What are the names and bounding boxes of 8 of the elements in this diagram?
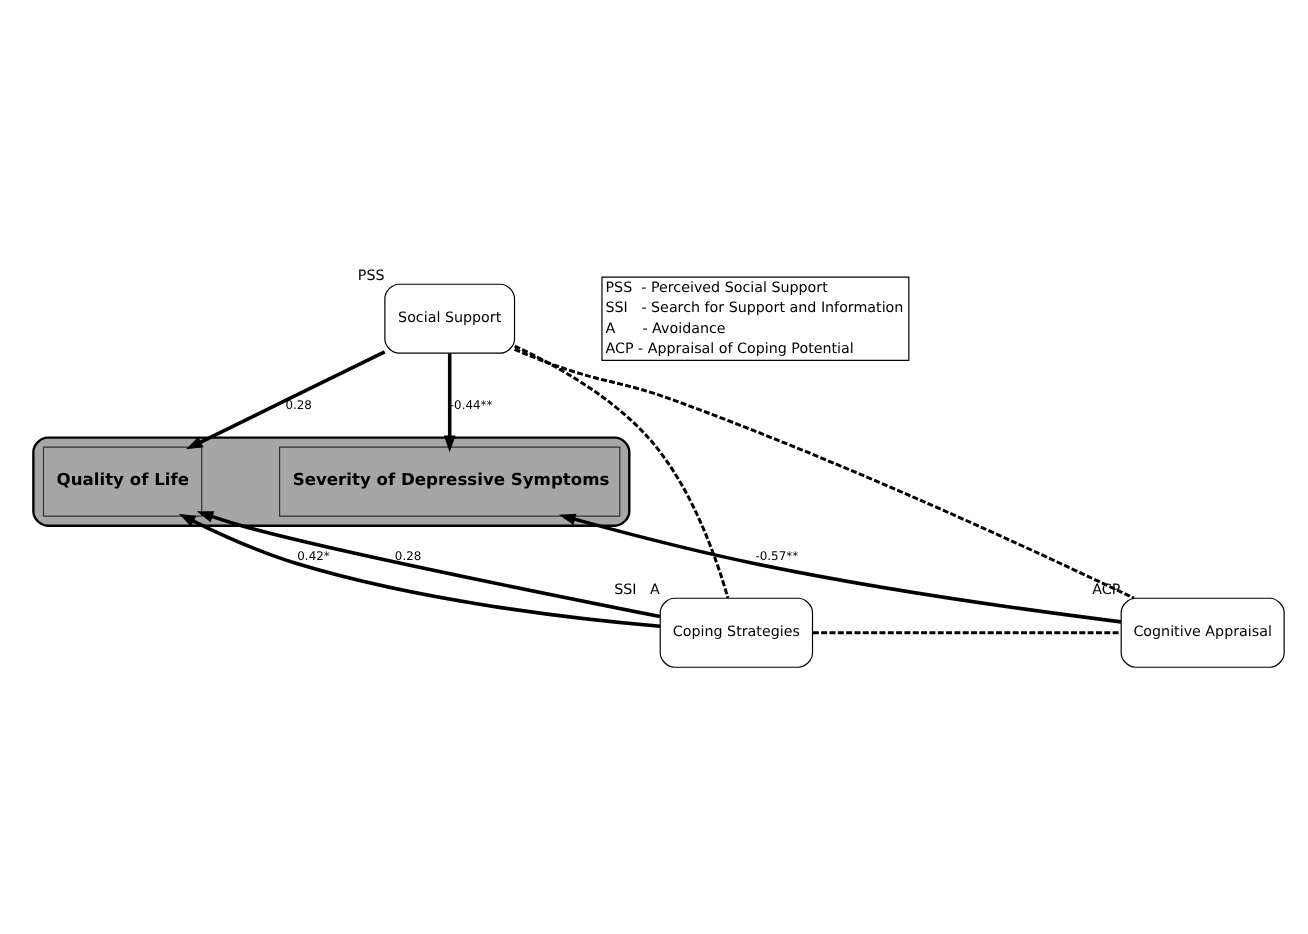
arrow: [443, 352, 456, 452]
connector: [513, 347, 1135, 599]
connector: [514, 343, 730, 598]
arrow: [558, 512, 1122, 623]
arrow: [186, 349, 386, 449]
connector: [812, 630, 1121, 634]
node-box: Severity of Depressive Symptoms: [279, 445, 621, 516]
node-box: Quality of Life: [42, 445, 203, 516]
